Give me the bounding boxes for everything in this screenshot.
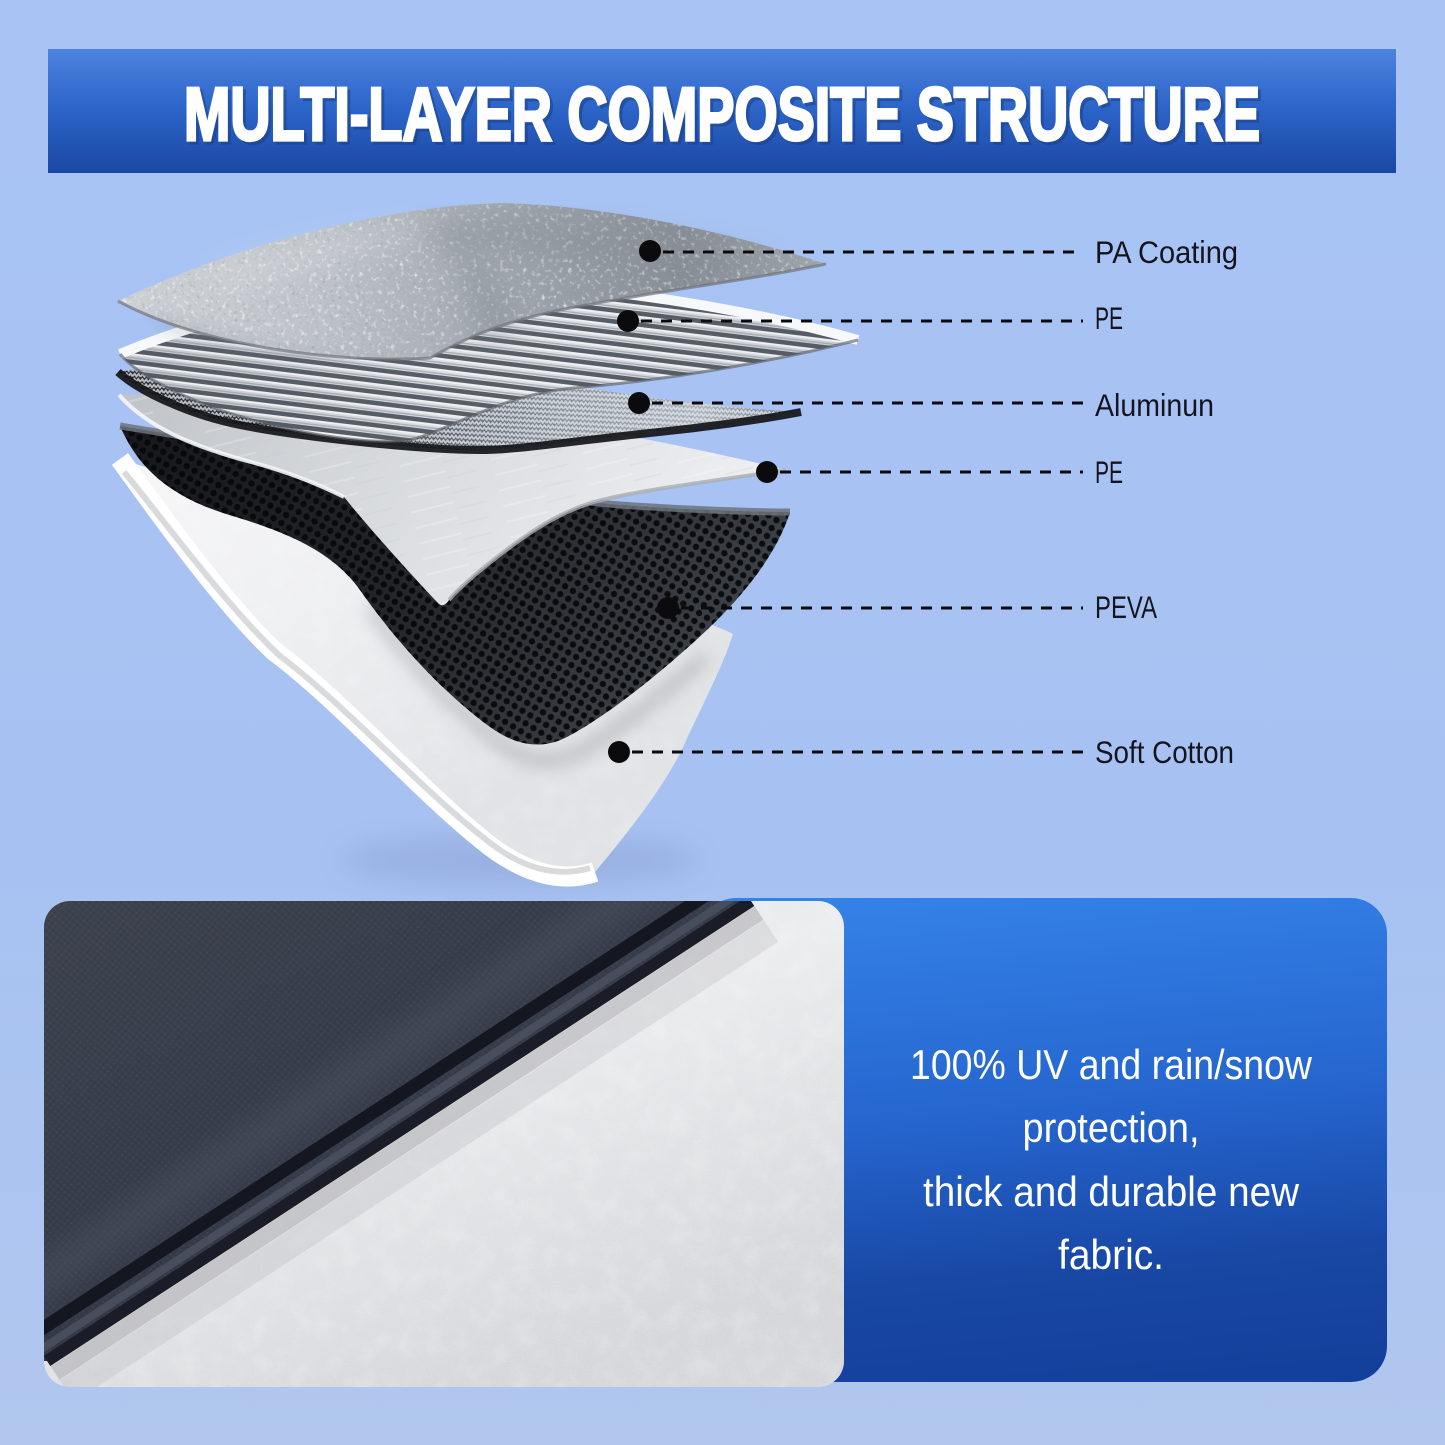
svg-text:100% UV and rain/snow: 100% UV and rain/snow: [910, 1041, 1313, 1088]
svg-text:MULTI-LAYER COMPOSITE STRUCTUR: MULTI-LAYER COMPOSITE STRUCTURE: [184, 72, 1260, 156]
svg-text:thick and durable new: thick and durable new: [923, 1168, 1300, 1215]
svg-text:protection,: protection,: [1023, 1104, 1200, 1151]
svg-text:MULTI-LAYER COMPOSITE STRUCTUR: MULTI-LAYER COMPOSITE STRUCTURE: [187, 75, 1263, 159]
svg-text:fabric.: fabric.: [1058, 1231, 1164, 1278]
